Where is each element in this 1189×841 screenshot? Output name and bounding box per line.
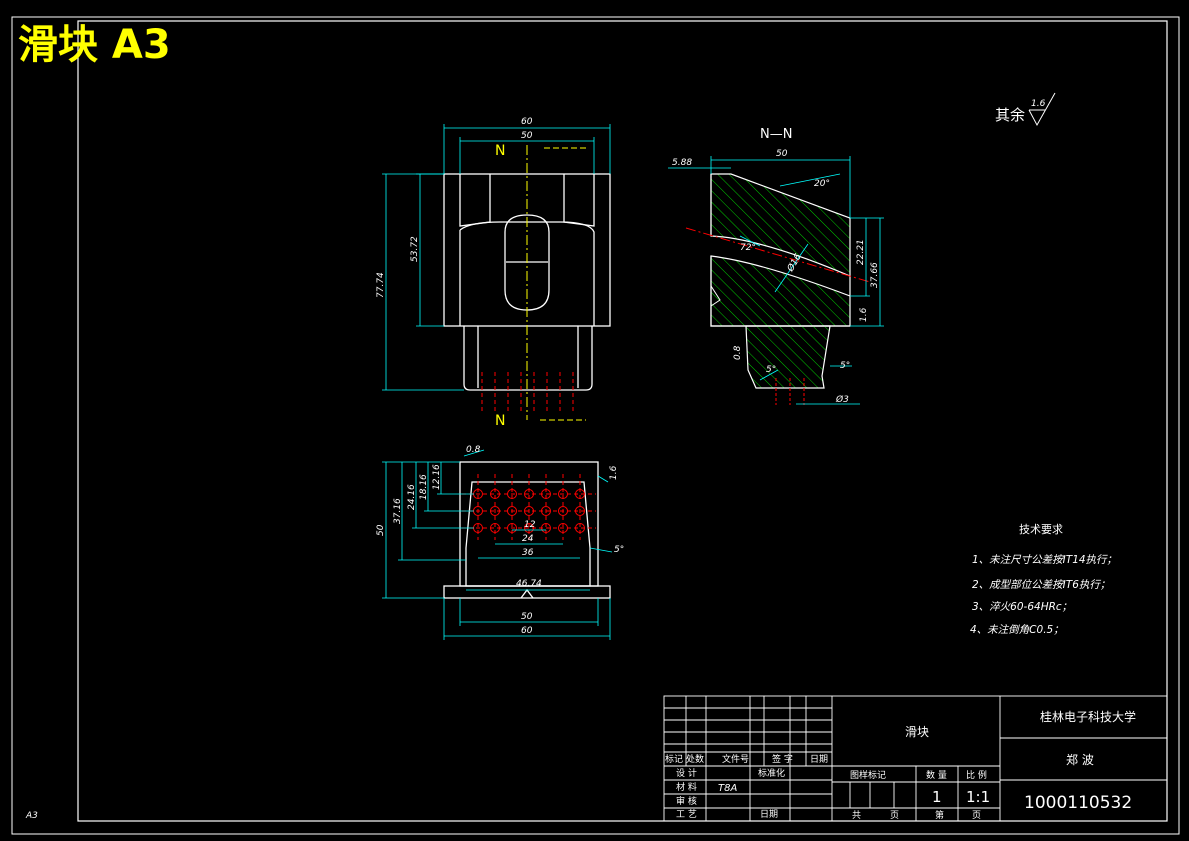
tech-requirements: 技术要求 1、未注尺寸公差按IT14执行； 2、成型部位公差按IT6执行； 3、…	[970, 523, 1117, 636]
dim-section-5deg-right: 5°	[840, 361, 850, 371]
tb-scale-label: 比 例	[966, 769, 987, 781]
tb-school: 桂林电子科技大学	[1040, 709, 1136, 724]
dim-bottom-12: 12	[524, 520, 536, 530]
tb-rev-count: 处数	[686, 753, 704, 765]
dim-section-dia3: Ø3	[835, 394, 849, 405]
corner-label: A3	[25, 811, 38, 821]
tb-designer: 郑 波	[1066, 752, 1094, 767]
outer-frame	[11, 16, 1180, 835]
dim-section-72deg: 72°	[740, 243, 756, 253]
tb-standardize: 标准化	[758, 767, 785, 779]
section-mark-bottom: N	[495, 413, 505, 429]
tech-item-3: 3、淬火60-64HRc；	[972, 601, 1072, 613]
dim-front-50: 50	[521, 131, 533, 141]
inner-frame	[77, 20, 1168, 822]
dim-front-77-74: 77.74	[376, 272, 386, 298]
tb-rev-sign: 签 字	[772, 753, 793, 765]
dim-bottom-24-16: 24.16	[407, 484, 417, 510]
dim-section-5-88: 5.88	[672, 158, 692, 168]
section-mark-top: N	[495, 143, 505, 159]
section-hatched-body	[710, 173, 851, 327]
dim-bottom-46-74: 46.74	[516, 579, 542, 589]
dim-bottom-rough-0-8: 0.8	[466, 445, 481, 455]
bottom-view: 0.8 1.6 12.16 18.16 24.16 37.16 50 12 24…	[376, 445, 624, 640]
drawing-title: 滑块 A3	[18, 22, 171, 68]
tb-sheet-no-label: 第	[935, 809, 944, 821]
tb-design-label: 设 计	[676, 767, 697, 779]
roughness-symbol-icon	[1028, 92, 1056, 127]
dim-bottom-60: 60	[521, 626, 533, 636]
tb-review-label: 审 核	[676, 795, 697, 807]
roughness-value: 1.6	[1031, 99, 1046, 109]
tb-date: 日期	[760, 809, 778, 820]
tech-item-2: 2、成型部位公差按IT6执行；	[972, 579, 1110, 591]
tb-student-id: 1000110532	[1024, 793, 1132, 813]
tech-heading: 技术要求	[1019, 523, 1063, 536]
tb-qty-label: 数 量	[926, 769, 947, 781]
dim-bottom-24: 24	[522, 534, 534, 544]
tech-item-1: 1、未注尺寸公差按IT14执行；	[972, 554, 1117, 566]
dim-section-37-66: 37.66	[870, 262, 880, 288]
dim-bottom-50: 50	[521, 612, 533, 622]
dim-bottom-5deg: 5°	[614, 545, 624, 555]
pin-hole-grid	[462, 474, 596, 540]
tb-process-label: 工 艺	[676, 809, 697, 820]
title-block-text: 滑块 桂林电子科技大学 郑 波 1000110532 标记 处数 文件号 签 字…	[665, 709, 1136, 821]
tb-stage-mark: 图样标记	[850, 769, 886, 781]
dim-front-53-72: 53.72	[410, 236, 420, 262]
tb-material-label: 材 料	[676, 781, 697, 793]
tb-total-sheets: 共	[852, 810, 861, 821]
dim-section-rough-0-8: 0.8	[733, 345, 743, 360]
dim-bottom-50-vert: 50	[376, 524, 386, 536]
section-view: N—N 50 5.88	[668, 127, 884, 405]
dim-front-60: 60	[521, 117, 533, 127]
dim-bottom-rough-1-6: 1.6	[609, 465, 619, 480]
tb-rev-mark: 标记	[665, 753, 683, 765]
title-block	[663, 695, 1168, 822]
front-view: N N 60 50 53.72 77.74	[376, 117, 611, 429]
section-lower-body	[745, 325, 831, 389]
tb-sheet-no-suffix: 页	[972, 810, 981, 821]
tb-sheet-label: 页	[890, 810, 899, 821]
dim-bottom-36: 36	[522, 548, 534, 558]
tb-scale: 1:1	[966, 788, 990, 806]
dim-bottom-37-16: 37.16	[393, 498, 403, 524]
tb-rev-doc: 文件号	[722, 753, 749, 765]
tb-quantity: 1	[932, 788, 942, 806]
dim-section-50: 50	[776, 149, 788, 159]
tb-rev-date: 日期	[810, 754, 828, 765]
dim-section-20deg: 20°	[814, 179, 830, 189]
dim-section-rough-1-6: 1.6	[859, 307, 869, 322]
tech-item-4: 4、未注倒角C0.5；	[970, 624, 1064, 636]
tb-material: T8A	[718, 783, 737, 794]
dim-bottom-12-16: 12.16	[432, 464, 442, 490]
section-label: N—N	[760, 127, 792, 142]
roughness-label: 其余	[995, 106, 1025, 124]
dim-section-22-21: 22.21	[856, 239, 866, 265]
dim-bottom-18-16: 18.16	[419, 474, 429, 500]
dim-section-5deg-left: 5°	[766, 365, 776, 375]
tb-part-name: 滑块	[905, 725, 929, 739]
